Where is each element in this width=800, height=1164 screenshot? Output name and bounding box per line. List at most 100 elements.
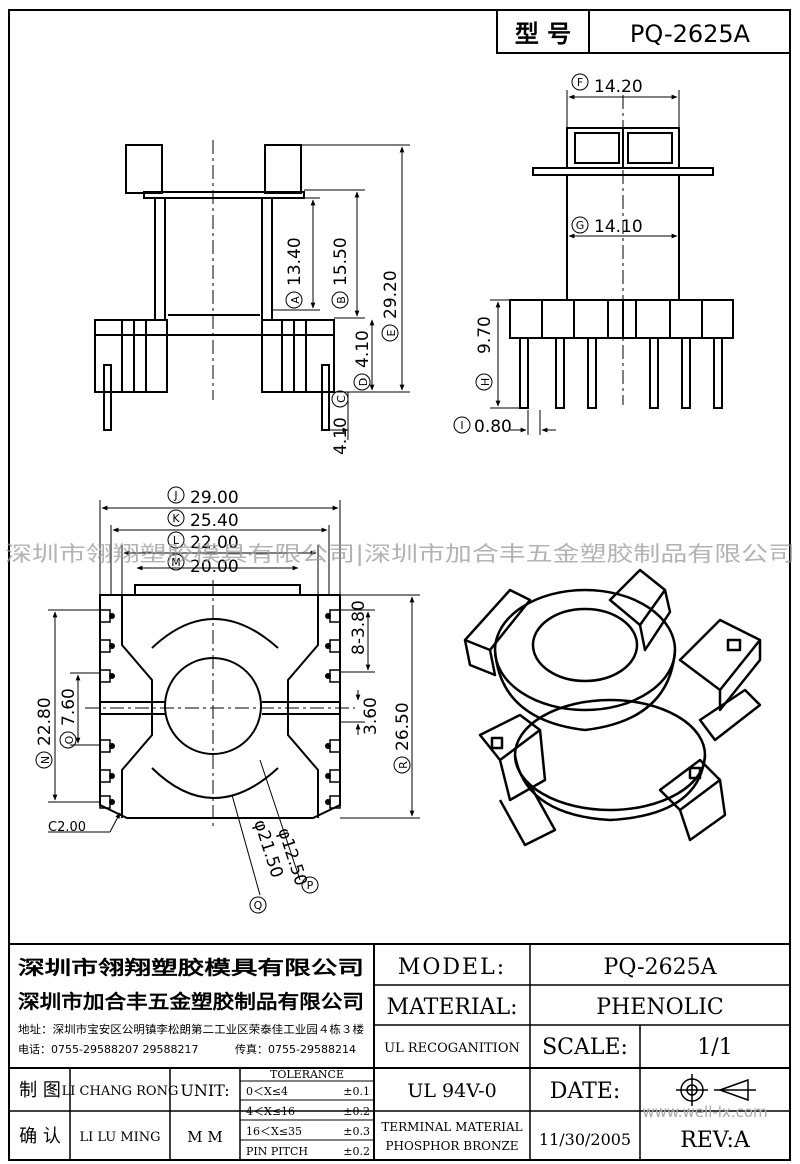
svg-text:G: G [576,219,585,232]
projection-symbol-icon [676,1074,756,1106]
dim-A: 13.40 [285,237,305,286]
sheet-border [8,9,791,1161]
tolerance-row-3-value: ±0.3 [343,1125,370,1138]
address: 地址：深圳市宝安区公明镇李松朗第二工业区荣泰佳工业园４栋３楼 [18,1022,364,1036]
dim-slot: 8-3.80 [349,600,369,655]
dim-K: 25.40 [190,511,239,531]
scale-value: 1/1 [697,1035,732,1060]
tolerance-row-2-range: 4＜X≤16 [246,1105,295,1118]
dim-B: 15.50 [331,237,351,286]
tolerance-row-4-range: PIN PITCH [246,1145,308,1158]
marker-C [331,390,349,408]
watermark-site: www.well-lx.com [642,1103,767,1121]
marker-A [285,291,303,309]
tolerance-row-3-range: 16＜X≤35 [246,1125,302,1138]
front-dims [272,144,410,440]
ul-value: UL 94V-0 [407,1080,496,1102]
svg-text:Q: Q [254,899,263,912]
tolerance-title: TOLERANCE [270,1068,344,1081]
unit-value: M M [187,1128,223,1146]
marker-Q [249,896,267,914]
dim-F: 14.20 [594,77,643,97]
side-dim-labels: F 14.20 G 14.10 H 9.70 I 0.80 [453,73,643,437]
tolerance-row-2-value: ±0.2 [343,1105,370,1118]
marker-L [167,531,185,549]
title-block-grid [9,943,790,1160]
marker-N [35,751,53,769]
side-view [509,127,734,409]
material-value: PHENOLIC [596,995,723,1020]
marker-P [301,876,319,894]
svg-text:D: D [357,378,370,386]
front-view [94,144,335,431]
svg-text:O: O [63,735,76,744]
checked-value: LI LU MING [79,1130,160,1145]
top-dim-labels: J 29.00 K 25.40 L 22.00 M 20.00 8-3.80 3… [35,486,413,914]
top-dims [48,500,420,896]
side-dims [490,90,680,435]
svg-text:A: A [289,296,302,304]
phone: 电话：0755-29588207 29588217 [18,1043,198,1056]
top-view-centerlines [85,580,355,830]
svg-text:B: B [335,296,348,304]
terminal-label-1: TERMINAL MATERIAL [381,1120,522,1134]
watermark-text: 深圳市翎翔塑胶模具有限公司|深圳市加合丰五金塑胶制品有限公司 [5,542,795,567]
marker-I [453,416,471,434]
unit-label: UNIT: [180,1081,229,1100]
svg-text:E: E [385,329,398,336]
dim-J: 29.00 [190,488,239,508]
marker-J [167,486,185,504]
marker-R [393,756,411,774]
dim-O: 7.60 [59,688,79,726]
dim-E: 29.20 [381,270,401,319]
marker-B [331,291,349,309]
tolerance-row-1-value: ±0.1 [343,1085,370,1098]
svg-text:N: N [39,756,52,764]
svg-text:P: P [307,879,314,892]
marker-E [381,324,399,342]
dim-G: 14.10 [594,217,643,237]
svg-text:I: I [460,419,463,432]
top-view-pins [109,613,331,805]
title-block-text: 深圳市翎翔塑胶模具有限公司 深圳市加合丰五金塑胶制品有限公司 地址：深圳市宝安区… [18,955,768,1158]
dim-center: 3.60 [361,697,381,735]
company-2: 深圳市加合丰五金塑胶制品有限公司 [18,990,364,1013]
company-1: 深圳市翎翔塑胶模具有限公司 [18,956,364,979]
dim-D: 4.10 [353,330,373,368]
ul-label: UL RECOGANITION [384,1041,520,1056]
dim-M: 20.00 [190,557,239,577]
tolerance-row-4-value: ±0.2 [343,1145,370,1158]
made-by-label: 制 图 [19,1080,61,1101]
header-label: 型 号 [515,20,571,48]
marker-G [571,216,589,234]
marker-H [475,373,493,391]
date-value: 11/30/2005 [539,1130,631,1149]
isometric-view [463,568,762,847]
marker-M [167,553,185,571]
marker-O [59,731,77,749]
svg-text:R: R [397,761,410,769]
marker-F [571,73,589,91]
terminal-label-2: PHOSPHOR BRONZE [385,1139,518,1153]
header-model-box: 型 号 PQ-2625A [496,9,791,54]
dim-L: 22.00 [190,533,239,553]
marker-K [167,509,185,527]
front-dim-labels: A 13.40 B 15.50 E 29.20 D 4.10 4.10 C [285,237,401,455]
marker-D [353,373,371,391]
dim-chamfer: C2.00 [48,820,86,835]
checked-label: 确 认 [19,1126,61,1147]
svg-text:L: L [173,534,180,547]
model-value: PQ-2625A [604,955,718,980]
dim-I: 0.80 [474,417,512,437]
dim-C: 4.10 [331,417,351,455]
tolerance-row-1-range: 0＜X≤4 [246,1085,288,1098]
dim-N: 22.80 [35,697,55,746]
model-label: MODEL: [398,955,506,980]
header-model: PQ-2625A [630,20,751,48]
svg-text:J: J [173,489,177,502]
svg-text:M: M [171,556,181,569]
svg-text:F: F [577,76,583,89]
svg-text:K: K [172,512,180,525]
svg-text:H: H [479,378,492,386]
